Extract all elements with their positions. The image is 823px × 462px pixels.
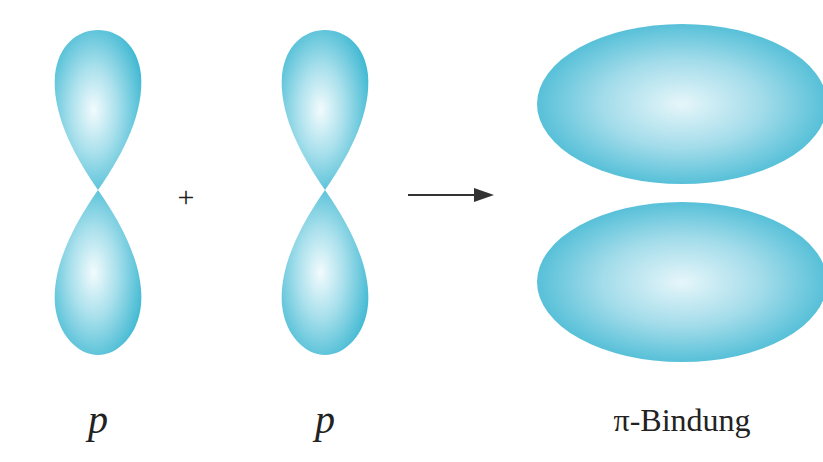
p-orbital xyxy=(55,30,142,355)
orbital-label: p xyxy=(88,400,108,440)
orbital-lobe xyxy=(55,190,142,355)
arrow-head xyxy=(474,188,494,202)
plus-sign: + xyxy=(178,182,195,212)
orbital-label: p xyxy=(315,400,335,440)
orbital-lobe xyxy=(282,30,369,190)
orbital-lobe xyxy=(55,30,142,190)
pi-lobe xyxy=(537,24,823,184)
arrow-shaft xyxy=(408,194,478,196)
p-orbital xyxy=(282,30,369,355)
reaction-arrow xyxy=(408,188,494,202)
orbital-lobe xyxy=(282,190,369,355)
pi-lobe xyxy=(537,202,823,362)
bond-label: π-Bindung xyxy=(613,404,750,436)
